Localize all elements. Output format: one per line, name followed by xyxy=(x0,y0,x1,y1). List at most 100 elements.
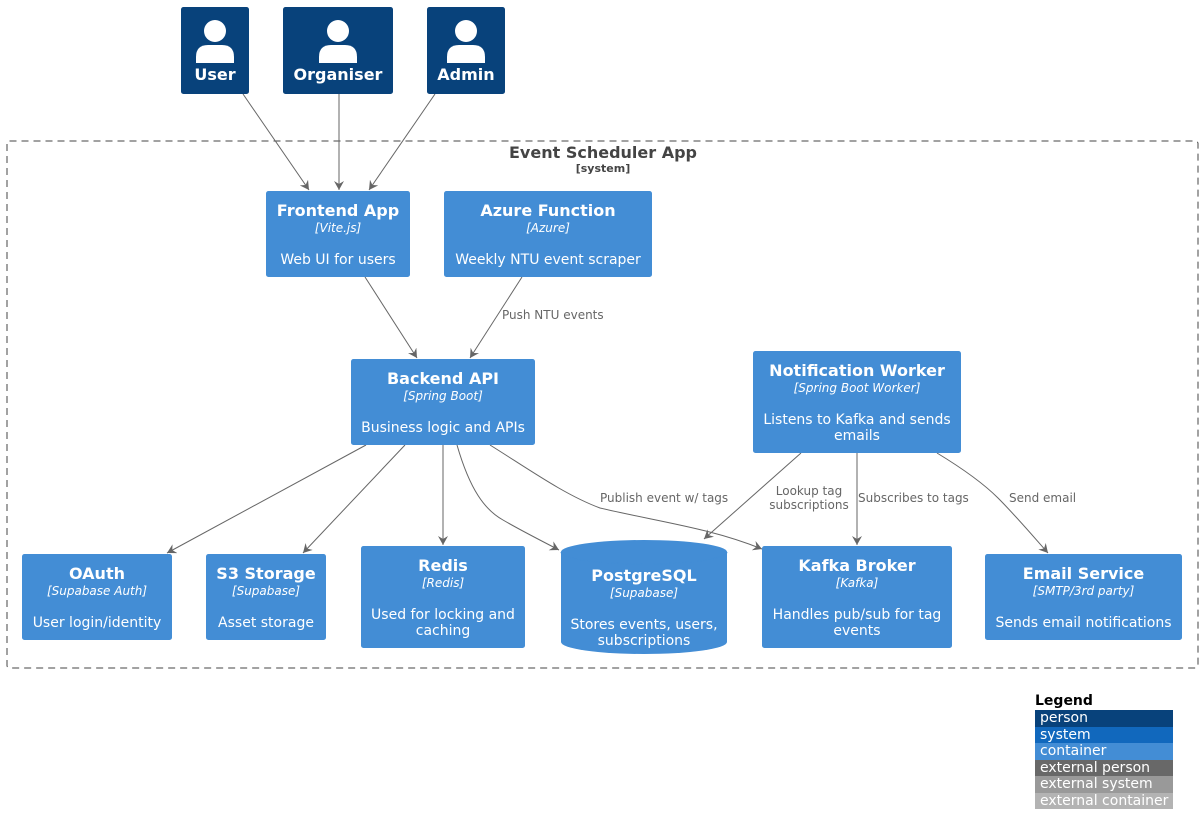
person-icon xyxy=(447,20,485,63)
person-user[interactable]: User xyxy=(181,7,249,94)
edge-line xyxy=(302,444,406,554)
container-box xyxy=(361,546,525,648)
person-organiser[interactable]: Organiser xyxy=(283,7,393,94)
container-technology: [Spring Boot Worker] xyxy=(794,381,921,395)
container-azure[interactable]: Azure Function[Azure] Weekly NTU event sc… xyxy=(444,191,652,277)
edge-notification-email: Send email xyxy=(936,452,1076,554)
container-technology: [Spring Boot] xyxy=(403,389,483,403)
container-description: Used for locking and xyxy=(371,607,515,623)
boundary-type: [system] xyxy=(576,162,631,175)
edge-label: Push NTU events xyxy=(502,308,604,322)
container-backend[interactable]: Backend API[Spring Boot] Business logic a… xyxy=(351,359,535,445)
legend-item-system: system xyxy=(1035,726,1173,743)
container-box xyxy=(22,554,172,640)
container-description: User login/identity xyxy=(33,615,162,631)
legend-item-container: container xyxy=(1035,743,1173,760)
container-description: Business logic and APIs xyxy=(361,420,525,436)
legend-item-external-container: external container xyxy=(1035,792,1173,809)
edge-label: subscriptions xyxy=(769,498,848,512)
container-technology: [Kafka] xyxy=(836,576,879,590)
legend-title: Legend xyxy=(1035,693,1093,709)
container-description: Handles pub/sub for tag xyxy=(773,607,942,623)
database-shape xyxy=(561,540,727,654)
container-title: Kafka Broker xyxy=(798,556,915,575)
person-label: Admin xyxy=(437,65,494,84)
container-frontend[interactable]: Frontend App[Vite.js] Web UI for users xyxy=(266,191,410,277)
container-description: Web UI for users xyxy=(280,252,395,268)
edge-azure-backend: Push NTU events xyxy=(469,276,604,359)
person-label: Organiser xyxy=(294,65,383,84)
container-box xyxy=(266,191,410,277)
edge-backend-postgres xyxy=(456,444,560,551)
legend-item-external-system: external system xyxy=(1035,776,1173,793)
edge-line xyxy=(368,93,436,191)
container-technology: [Supabase] xyxy=(232,584,300,598)
container-technology: [Redis] xyxy=(422,576,465,590)
edge-line xyxy=(364,276,418,359)
container-description: Asset storage xyxy=(218,615,314,631)
container-description: Stores events, users, xyxy=(570,617,717,633)
container-box xyxy=(753,351,961,453)
edge-line xyxy=(242,93,310,191)
container-title: Redis xyxy=(418,556,468,575)
edge-line xyxy=(456,444,560,551)
edge-user-frontend xyxy=(242,93,310,191)
container-description: subscriptions xyxy=(598,633,691,649)
container-technology: [Azure] xyxy=(526,221,570,235)
edge-frontend-backend xyxy=(364,276,418,359)
container-box xyxy=(985,554,1182,640)
container-box xyxy=(444,191,652,277)
boundary-title: Event Scheduler App xyxy=(509,143,697,162)
container-description: Weekly NTU event scraper xyxy=(455,252,641,268)
container-technology: [SMTP/3rd party] xyxy=(1033,584,1135,598)
container-oauth[interactable]: OAuth[Supabase Auth] User login/identity xyxy=(22,554,172,640)
container-technology: [Vite.js] xyxy=(315,221,362,235)
container-title: Azure Function xyxy=(480,201,615,220)
container-title: Frontend App xyxy=(277,201,399,220)
person-label: User xyxy=(194,65,235,84)
edge-backend-oauth xyxy=(166,444,367,554)
container-technology: [Supabase Auth] xyxy=(47,584,147,598)
container-description: Listens to Kafka and sends xyxy=(763,412,950,428)
container-technology: [Supabase] xyxy=(610,586,678,600)
person-icon xyxy=(196,20,234,63)
legend-item-person: person xyxy=(1035,710,1173,727)
container-description: Sends email notifications xyxy=(995,615,1171,631)
container-postgres[interactable]: PostgreSQL[Supabase] Stores events, users… xyxy=(560,540,728,654)
edge-backend-kafka: Publish event w/ tags xyxy=(489,444,763,551)
container-title: OAuth xyxy=(69,564,125,583)
container-box xyxy=(351,359,535,445)
container-box xyxy=(762,546,952,648)
legend-item-external-person: external person xyxy=(1035,759,1173,776)
container-title: PostgreSQL xyxy=(591,566,696,585)
edge-line xyxy=(469,276,523,359)
edge-line xyxy=(489,444,763,551)
container-email[interactable]: Email Service[SMTP/3rd party]Sends email… xyxy=(985,554,1182,640)
edge-label: Subscribes to tags xyxy=(858,491,969,505)
container-title: Backend API xyxy=(387,369,499,388)
container-title: Notification Worker xyxy=(769,361,945,380)
edge-admin-frontend xyxy=(368,93,436,191)
edge-line xyxy=(166,444,367,554)
edge-label: Lookup tag xyxy=(776,484,842,498)
edge-label: Publish event w/ tags xyxy=(600,491,728,505)
container-description: events xyxy=(833,623,880,639)
edge-line xyxy=(936,452,1049,554)
container-kafka[interactable]: Kafka Broker[Kafka] Handles pub/sub for t… xyxy=(762,546,952,648)
system-boundary: Event Scheduler App [system] xyxy=(6,140,1199,669)
container-notification[interactable]: Notification Worker[Spring Boot Worker] L… xyxy=(753,351,961,453)
edge-label: Send email xyxy=(1009,491,1076,505)
person-admin[interactable]: Admin xyxy=(427,7,505,94)
container-description: emails xyxy=(834,428,880,444)
container-s3[interactable]: S3 Storage[Supabase] Asset storage xyxy=(206,554,326,640)
container-title: S3 Storage xyxy=(216,564,316,583)
edge-backend-s3 xyxy=(302,444,406,554)
edge-line xyxy=(703,452,802,540)
person-icon xyxy=(319,20,357,63)
